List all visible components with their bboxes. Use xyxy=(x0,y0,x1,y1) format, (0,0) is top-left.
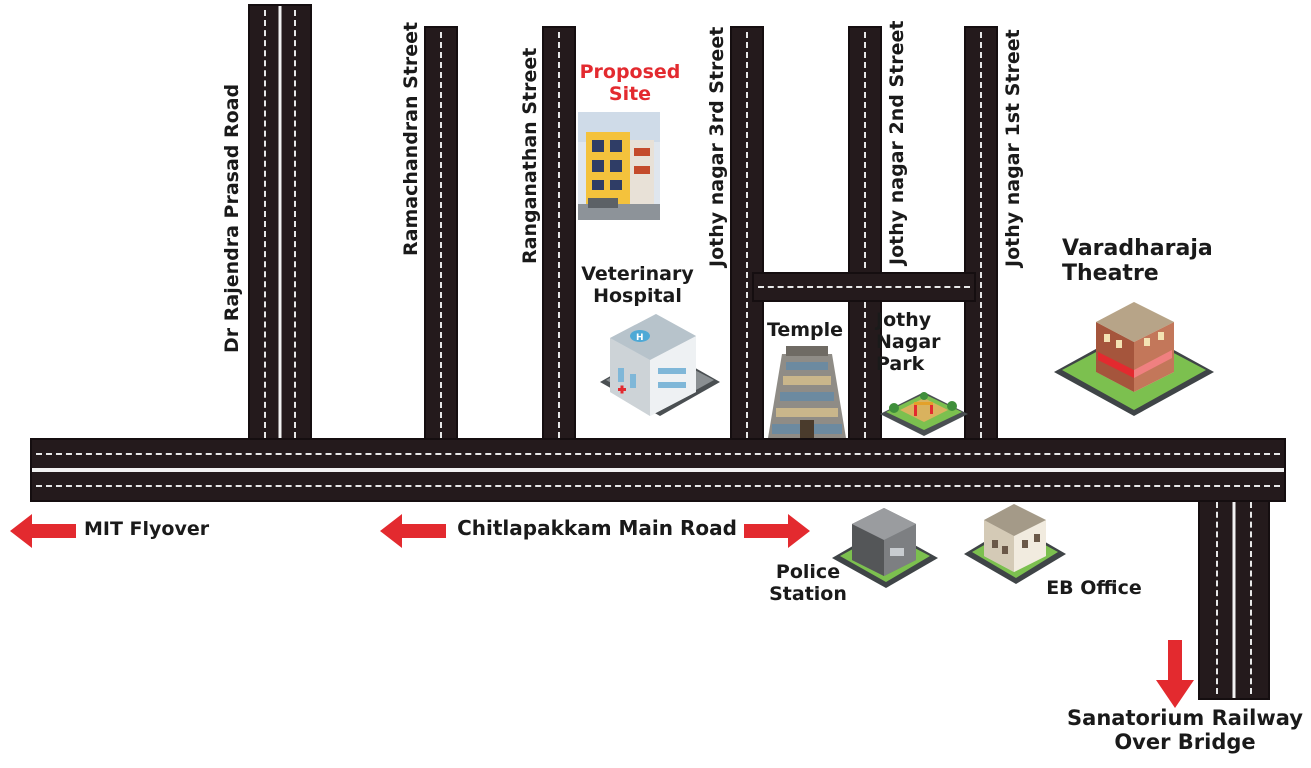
label-ranganathan-street: Ranganathan Street xyxy=(519,47,541,264)
label-ramachandran-street: Ramachandran Street xyxy=(400,21,422,256)
park-label: Jothy Nagar Park xyxy=(876,309,958,376)
road-ranganathan xyxy=(542,26,576,444)
chitlapakkam-main-road-label: Chitlapakkam Main Road xyxy=(457,516,737,540)
temple-gopuram-icon xyxy=(768,346,846,438)
sanatorium-label: Sanatorium Railway Over Bridge xyxy=(1062,706,1308,754)
label-jothy-nagar-1st-street: Jothy nagar 1st Street xyxy=(1002,29,1024,267)
road-chitlapakkam-main xyxy=(30,438,1286,502)
road-jothy-connector xyxy=(752,272,976,302)
theatre-line1: Varadharaja xyxy=(1062,236,1213,261)
theatre-line2: Theatre xyxy=(1062,261,1159,287)
eb-office-building-icon xyxy=(964,504,1066,584)
sanatorium-line2: Over Bridge xyxy=(1114,730,1256,755)
veterinary-line1: Veterinary xyxy=(581,263,694,285)
proposed-site-line1: Proposed xyxy=(579,61,681,83)
police-line1: Police xyxy=(775,561,841,583)
arrow-down-sanatorium-icon xyxy=(1156,640,1194,708)
road-dr-rajendra-prasad xyxy=(248,4,312,444)
park-line2: Nagar xyxy=(876,330,941,353)
proposed-site-label: Proposed Site xyxy=(570,61,690,106)
svg-text:H: H xyxy=(636,333,644,343)
road-jothy-nagar-3rd xyxy=(730,26,764,444)
proposed-site-line2: Site xyxy=(608,82,652,105)
police-line2: Station xyxy=(769,582,847,605)
park-icon xyxy=(880,392,968,436)
park-line3: Park xyxy=(876,352,925,375)
mit-flyover-label: MIT Flyover xyxy=(84,518,210,540)
park-line1: Jothy xyxy=(876,309,932,331)
label-jothy-nagar-3rd-street: Jothy nagar 3rd Street xyxy=(706,26,728,267)
road-ramachandran xyxy=(424,26,458,444)
veterinary-line2: Hospital xyxy=(593,284,682,307)
arrow-right-main-road-icon xyxy=(744,514,810,548)
theatre-building-icon xyxy=(1054,302,1214,416)
proposed-site-building-icon xyxy=(578,112,660,220)
eb-office-label: EB Office xyxy=(1046,577,1142,599)
arrow-left-mit-flyover-icon xyxy=(10,514,76,548)
label-dr-rajendra-prasad-road: Dr Rajendra Prasad Road xyxy=(221,83,243,353)
hospital-icon: H xyxy=(600,314,720,416)
sanatorium-line1: Sanatorium Railway xyxy=(1067,706,1303,730)
police-station-building-icon xyxy=(832,508,938,588)
road-jothy-nagar-2nd xyxy=(848,26,882,444)
road-sanatorium xyxy=(1198,496,1270,700)
police-station-label: Police Station xyxy=(762,561,854,606)
arrow-left-main-road-icon xyxy=(380,514,446,548)
temple-label: Temple xyxy=(766,319,844,341)
road-jothy-nagar-1st xyxy=(964,26,998,444)
veterinary-hospital-label: Veterinary Hospital xyxy=(570,263,705,308)
label-jothy-nagar-2nd-street: Jothy nagar 2nd Street xyxy=(886,20,908,265)
theatre-label: Varadharaja Theatre xyxy=(1062,236,1252,287)
